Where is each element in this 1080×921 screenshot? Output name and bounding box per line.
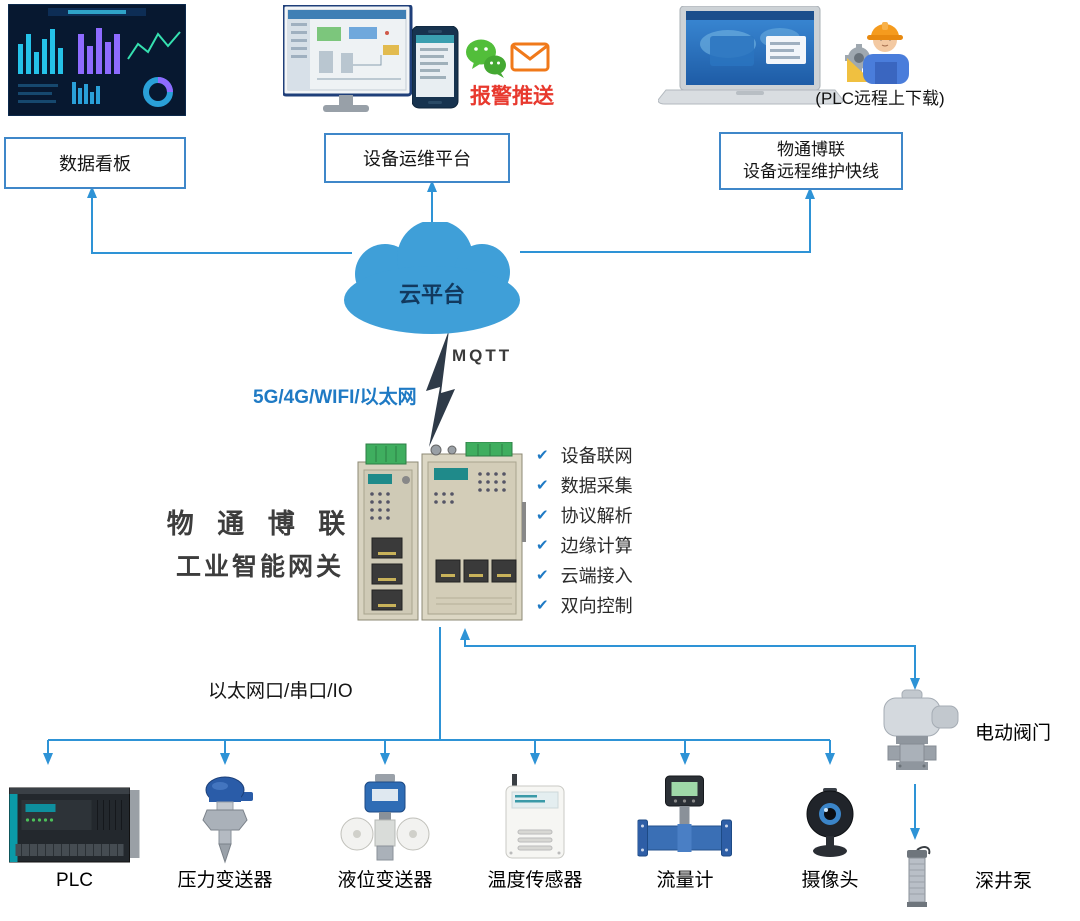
- dashboard-screenshot: [8, 4, 186, 116]
- flow-meter-icon: [637, 775, 732, 857]
- electric-valve-icon: [883, 689, 959, 770]
- check-icon: ✔: [536, 567, 549, 584]
- device-label: PLC: [56, 870, 93, 891]
- remote-service-box-line1: 物通博联: [777, 140, 845, 159]
- level-transmitter-icon: [340, 774, 430, 861]
- remote-service-box: 物通博联 设备远程维护快线: [719, 132, 903, 190]
- cloud-label: 云平台: [399, 282, 465, 307]
- gateway-title-line2: 工业智能网关: [175, 553, 344, 581]
- mqtt-label: MQTT: [452, 346, 513, 365]
- uplink-label: 5G/4G/WIFI/以太网: [253, 387, 417, 408]
- device-level-transmitter: 液位变送器: [315, 766, 455, 894]
- lightning-bolt-icon: [426, 330, 455, 447]
- device-label: 液位变送器: [337, 870, 433, 891]
- feature-label: 协议解析: [560, 506, 633, 526]
- dashboard-box-label: 数据看板: [59, 154, 131, 174]
- feature-item: ✔ 设备联网: [536, 440, 633, 470]
- remote-service-box-line2: 设备远程维护快线: [743, 162, 879, 181]
- gateway-valve-link: [464, 640, 916, 678]
- feature-item: ✔ 协议解析: [536, 500, 633, 530]
- valve-label: 电动阀门: [975, 723, 1052, 744]
- device-camera: 摄像头: [760, 766, 900, 894]
- feature-label: 云端接入: [560, 566, 633, 586]
- check-icon: ✔: [536, 477, 549, 494]
- bus-label: 以太网口/串口/IO: [208, 681, 353, 702]
- camera-icon: [806, 788, 854, 857]
- bus-device-drops: [47, 740, 831, 755]
- feature-label: 双向控制: [560, 596, 633, 616]
- feature-item: ✔ 双向控制: [536, 590, 633, 620]
- plc-icon: [8, 787, 139, 863]
- device-plc: PLC: [2, 766, 147, 894]
- plc-remote-note: (PLC远程上下载): [815, 89, 945, 108]
- device-label: 摄像头: [801, 870, 859, 891]
- feature-label: 数据采集: [560, 476, 633, 496]
- gateway-device: [357, 442, 526, 621]
- check-icon: ✔: [536, 537, 549, 554]
- device-flow-meter: 流量计: [615, 766, 755, 894]
- om-platform-box: 设备运维平台: [324, 133, 510, 183]
- link-remote-cloud: [520, 199, 811, 253]
- device-label: 流量计: [656, 870, 714, 891]
- temperature-sensor-icon: [505, 774, 565, 859]
- engineer-icon: [845, 22, 909, 84]
- check-icon: ✔: [536, 507, 549, 524]
- smartphone: [412, 26, 459, 109]
- wechat-icon: [466, 39, 506, 78]
- feature-label: 设备联网: [560, 446, 633, 466]
- feature-label: 边缘计算: [560, 536, 633, 556]
- pump-label: 深井泵: [975, 871, 1033, 892]
- alarm-push-label: 报警推送: [470, 85, 554, 108]
- feature-item: ✔ 边缘计算: [536, 530, 633, 560]
- laptop: [658, 6, 843, 105]
- feature-item: ✔ 云端接入: [536, 560, 633, 590]
- device-label: 温度传感器: [487, 870, 583, 891]
- dashboard-box: 数据看板: [4, 137, 186, 189]
- check-icon: ✔: [536, 597, 549, 614]
- om-platform-box-label: 设备运维平台: [363, 149, 471, 169]
- link-dashboard-cloud: [91, 198, 352, 254]
- check-icon: ✔: [536, 447, 549, 464]
- gateway-title-line1: 物 通 博 联: [166, 509, 354, 539]
- device-pressure-transmitter: 压力变送器: [155, 766, 295, 894]
- gateway-title: 物 通 博 联 工业智能网关: [150, 502, 370, 583]
- device-label: 压力变送器: [177, 870, 273, 891]
- pressure-transmitter-icon: [202, 776, 253, 864]
- cloud: 云平台: [344, 222, 520, 334]
- deep-well-pump-icon: [907, 846, 931, 907]
- feature-list: ✔ 设备联网 ✔ 数据采集 ✔ 协议解析 ✔ 边缘计算 ✔ 云端接入 ✔ 双向控…: [536, 440, 633, 620]
- feature-item: ✔ 数据采集: [536, 470, 633, 500]
- mail-icon: [510, 42, 550, 72]
- device-temperature-sensor: 温度传感器: [465, 766, 605, 894]
- scada-monitor: [283, 5, 413, 112]
